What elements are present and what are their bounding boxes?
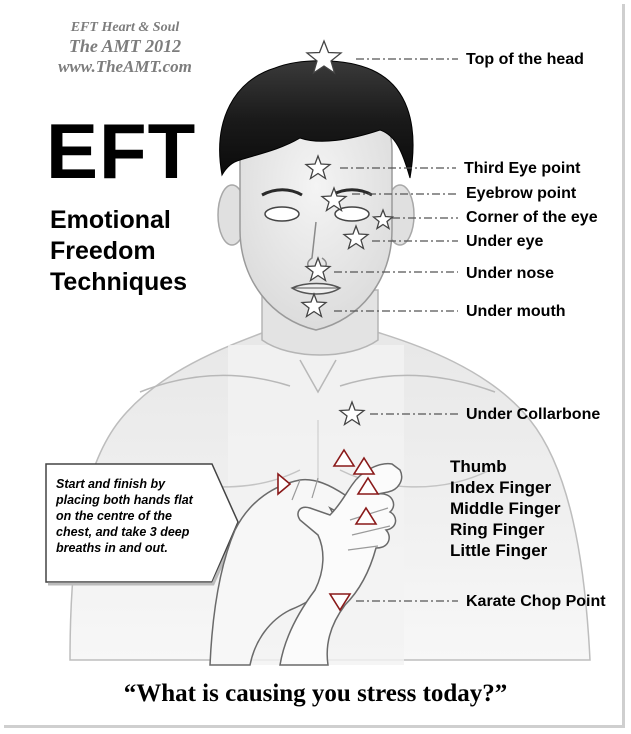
label-thumb: Thumb [450,456,561,477]
credit-line-2: The AMT 2012 [30,36,220,57]
label-under-eye: Under eye [466,233,543,251]
label-under-nose: Under nose [466,265,554,283]
label-eyebrow: Eyebrow point [466,185,576,203]
finger-list: Thumb Index Finger Middle Finger Ring Fi… [450,456,561,561]
label-top-of-head: Top of the head [466,51,584,69]
credit-block: EFT Heart & Soul The AMT 2012 www.TheAMT… [30,20,220,76]
subtitle-line-1: Emotional [50,205,187,236]
credit-line-3: www.TheAMT.com [30,57,220,77]
page-title: EFT [46,112,196,190]
label-under-mouth: Under mouth [466,303,566,321]
label-karate-chop: Karate Chop Point [466,593,606,611]
subtitle-line-3: Techniques [50,267,187,298]
label-little-finger: Little Finger [450,540,561,561]
label-middle-finger: Middle Finger [450,498,561,519]
label-ring-finger: Ring Finger [450,519,561,540]
subtitle-block: Emotional Freedom Techniques [50,205,187,298]
closing-question: “What is causing you stress today?” [0,680,631,708]
left-eye [265,207,299,221]
label-under-collarbone: Under Collarbone [466,406,600,424]
credit-line-1: EFT Heart & Soul [30,20,220,36]
label-third-eye: Third Eye point [464,160,580,178]
label-index-finger: Index Finger [450,477,561,498]
label-corner-eye: Corner of the eye [466,209,598,227]
instruction-text: Start and finish by placing both hands f… [56,476,204,556]
subtitle-line-2: Freedom [50,236,187,267]
